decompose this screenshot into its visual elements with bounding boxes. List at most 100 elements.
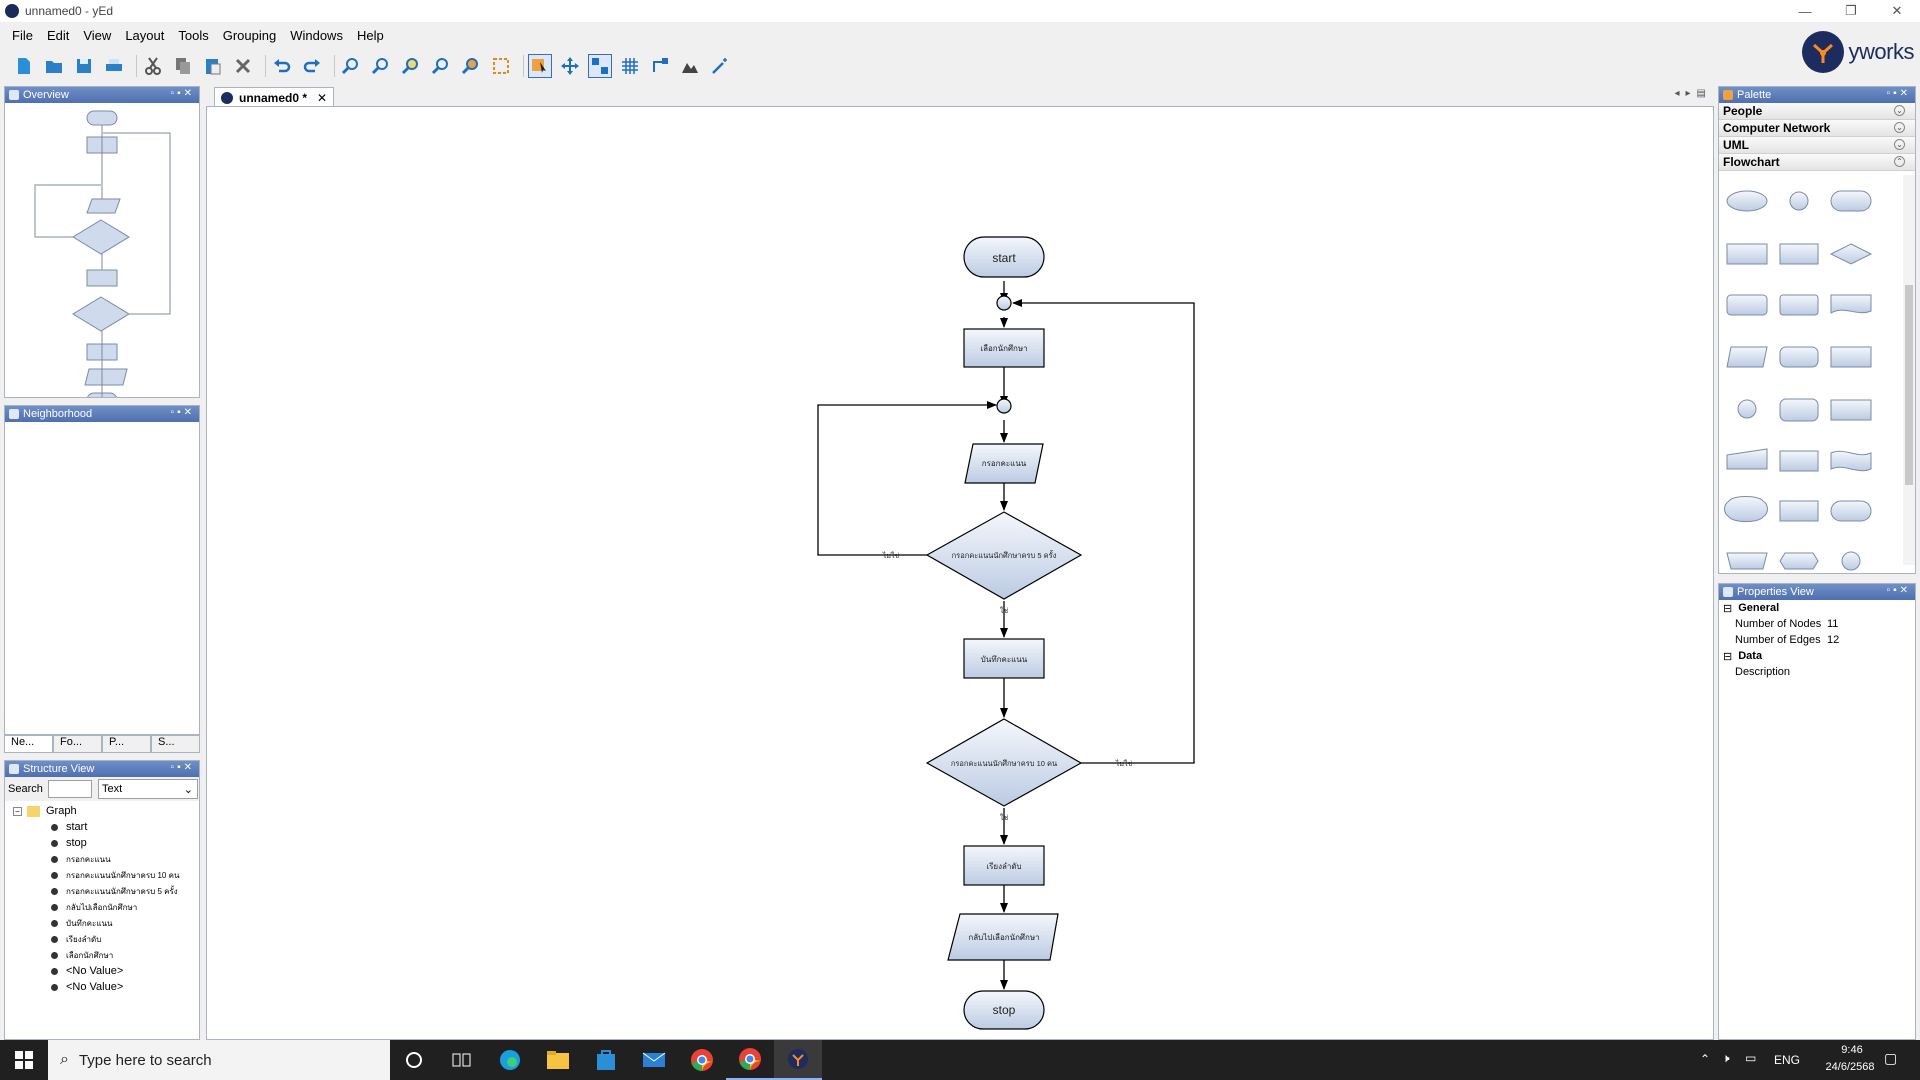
tree-root[interactable]: −Graph bbox=[13, 803, 199, 819]
node-junction[interactable] bbox=[996, 398, 1012, 414]
tree-node[interactable]: เลือกนักศึกษา bbox=[13, 947, 199, 963]
shape-card[interactable] bbox=[1779, 294, 1819, 316]
palette-category-uml[interactable]: UML⌄ bbox=[1719, 137, 1915, 154]
open-folder-icon[interactable] bbox=[42, 54, 66, 78]
menu-windows[interactable]: Windows bbox=[290, 27, 343, 43]
menu-tools[interactable]: Tools bbox=[178, 27, 209, 43]
copy-icon[interactable] bbox=[171, 54, 195, 78]
edge-browser-icon[interactable] bbox=[486, 1040, 534, 1080]
properties-section-general[interactable]: ⊟General bbox=[1719, 600, 1915, 616]
shape-manual-input[interactable] bbox=[1726, 448, 1768, 470]
tree-node[interactable]: <No Value> bbox=[13, 963, 199, 979]
menu-edit[interactable]: Edit bbox=[46, 27, 70, 43]
print-icon[interactable] bbox=[102, 54, 126, 78]
shape-direct-data[interactable] bbox=[1830, 399, 1872, 421]
tray-chevron-icon[interactable]: ⌃ bbox=[1700, 1052, 1711, 1066]
node-junction[interactable] bbox=[996, 295, 1012, 311]
palette-category-network[interactable]: Computer Network⌄ bbox=[1719, 120, 1915, 137]
tab-predecessors[interactable]: P... bbox=[102, 735, 151, 753]
network-icon[interactable]: ▭ bbox=[1745, 1051, 1757, 1065]
notification-icon[interactable]: ▢ bbox=[1884, 1050, 1898, 1066]
panel-controls-icon[interactable]: ▫▪✕ bbox=[170, 88, 195, 99]
tab-neighborhood[interactable]: Ne... bbox=[4, 735, 53, 753]
layout-icon[interactable] bbox=[678, 54, 702, 78]
shape-circle[interactable] bbox=[1789, 191, 1809, 211]
shape-terminator[interactable] bbox=[1830, 190, 1872, 212]
save-icon[interactable] bbox=[72, 54, 96, 78]
menu-help[interactable]: Help bbox=[356, 27, 384, 43]
edit-mode-icon[interactable] bbox=[528, 54, 552, 78]
redo-icon[interactable] bbox=[300, 54, 324, 78]
shape-decision[interactable] bbox=[1829, 243, 1873, 265]
shape-data[interactable] bbox=[1726, 346, 1768, 368]
shape-tape[interactable] bbox=[1830, 450, 1872, 472]
panel-controls-icon[interactable]: ▫▪✕ bbox=[1886, 88, 1911, 99]
menu-file[interactable]: File bbox=[12, 27, 33, 43]
shape-connector[interactable] bbox=[1737, 399, 1757, 419]
tree-node[interactable]: กรอกคะแนน bbox=[13, 851, 199, 867]
shape-database[interactable] bbox=[1779, 398, 1819, 422]
expand-icon[interactable]: ⌄ bbox=[1894, 139, 1905, 150]
node-sort[interactable] bbox=[963, 845, 1045, 886]
snap-icon[interactable] bbox=[588, 54, 612, 78]
cortana-icon[interactable] bbox=[390, 1040, 438, 1080]
grid-icon[interactable] bbox=[618, 54, 642, 78]
clock-date[interactable]: 24/6/2568 bbox=[1825, 1061, 1875, 1073]
taskbar-search-box[interactable]: ⌕Type here to search bbox=[48, 1040, 390, 1080]
task-view-icon[interactable] bbox=[438, 1040, 486, 1080]
edge-loop-5[interactable] bbox=[817, 401, 997, 556]
node-save-score[interactable] bbox=[963, 638, 1045, 679]
palette-category-people[interactable]: People⌄ bbox=[1719, 103, 1915, 120]
tab-successors[interactable]: S... bbox=[151, 735, 200, 753]
tree-node[interactable]: start bbox=[13, 819, 199, 835]
shape-document[interactable] bbox=[1830, 294, 1872, 314]
collapse-icon[interactable]: ⌃ bbox=[1894, 156, 1905, 167]
tree-node[interactable]: กรอกคะแนนนักศึกษาครบ 5 ครั้ง bbox=[13, 883, 199, 899]
panel-controls-icon[interactable]: ▫▪✕ bbox=[170, 762, 195, 773]
windows-start-icon[interactable] bbox=[0, 1040, 48, 1080]
tree-node[interactable]: บันทึกคะแนน bbox=[13, 915, 199, 931]
chrome-profile-icon[interactable] bbox=[726, 1040, 774, 1080]
yed-taskbar-icon[interactable] bbox=[774, 1040, 822, 1080]
magic-wand-icon[interactable] bbox=[708, 54, 732, 78]
tree-node[interactable]: กลับไปเลือกนักศึกษา bbox=[13, 899, 199, 915]
palette-flowchart-shapes[interactable] bbox=[1719, 171, 1897, 571]
tab-navigation-icon[interactable]: ◂▸▤ bbox=[1674, 88, 1712, 99]
shape-cloud[interactable] bbox=[1724, 496, 1768, 522]
tab-unnamed0[interactable]: unnamed0 * ✕ bbox=[214, 87, 334, 107]
palette-scrollbar-thumb[interactable] bbox=[1905, 285, 1913, 485]
shape-predefined-process[interactable] bbox=[1779, 243, 1819, 265]
shape-ellipse[interactable] bbox=[1726, 190, 1768, 212]
restore-button[interactable]: ❐ bbox=[1845, 3, 1857, 18]
zoom-selection-icon[interactable] bbox=[459, 54, 483, 78]
structure-search-input[interactable] bbox=[48, 780, 92, 798]
shape-stored-data[interactable] bbox=[1779, 346, 1819, 368]
structure-filter-select[interactable]: Text⌄ bbox=[98, 779, 198, 799]
edge-loop-10[interactable] bbox=[1012, 299, 1195, 764]
new-document-icon[interactable] bbox=[12, 54, 36, 78]
graph-canvas[interactable]: start เลือกนักศึกษา กรอกคะแนน กรอกคะแนนน… bbox=[206, 106, 1714, 1040]
menu-grouping[interactable]: Grouping bbox=[222, 27, 277, 43]
orthogonal-edges-icon[interactable] bbox=[648, 54, 672, 78]
collapse-icon[interactable]: ⊟ bbox=[1723, 650, 1733, 663]
zoom-in-icon[interactable] bbox=[339, 54, 363, 78]
fit-content-icon[interactable] bbox=[489, 54, 513, 78]
file-explorer-icon[interactable] bbox=[534, 1040, 582, 1080]
panel-controls-icon[interactable]: ▫▪✕ bbox=[1886, 585, 1911, 596]
undo-icon[interactable] bbox=[270, 54, 294, 78]
tab-folding[interactable]: Fo... bbox=[53, 735, 102, 753]
overview-thumbnail[interactable] bbox=[5, 103, 199, 408]
volume-muted-icon[interactable]: 🕨 bbox=[1722, 1051, 1730, 1065]
tree-node[interactable]: stop bbox=[13, 835, 199, 851]
close-tab-icon[interactable]: ✕ bbox=[316, 90, 327, 105]
zoom-100-icon[interactable] bbox=[399, 54, 423, 78]
minimize-button[interactable]: — bbox=[1798, 3, 1812, 19]
panel-controls-icon[interactable]: ▫▪✕ bbox=[170, 407, 195, 418]
paste-icon[interactable] bbox=[201, 54, 225, 78]
expand-icon[interactable]: ⌄ bbox=[1894, 122, 1905, 133]
palette-scrollbar[interactable] bbox=[1903, 175, 1915, 565]
expand-icon[interactable]: ⌄ bbox=[1894, 105, 1905, 116]
tree-node[interactable]: เรียงลำดับ bbox=[13, 931, 199, 947]
cut-icon[interactable] bbox=[141, 54, 165, 78]
collapse-icon[interactable]: − bbox=[13, 806, 22, 816]
